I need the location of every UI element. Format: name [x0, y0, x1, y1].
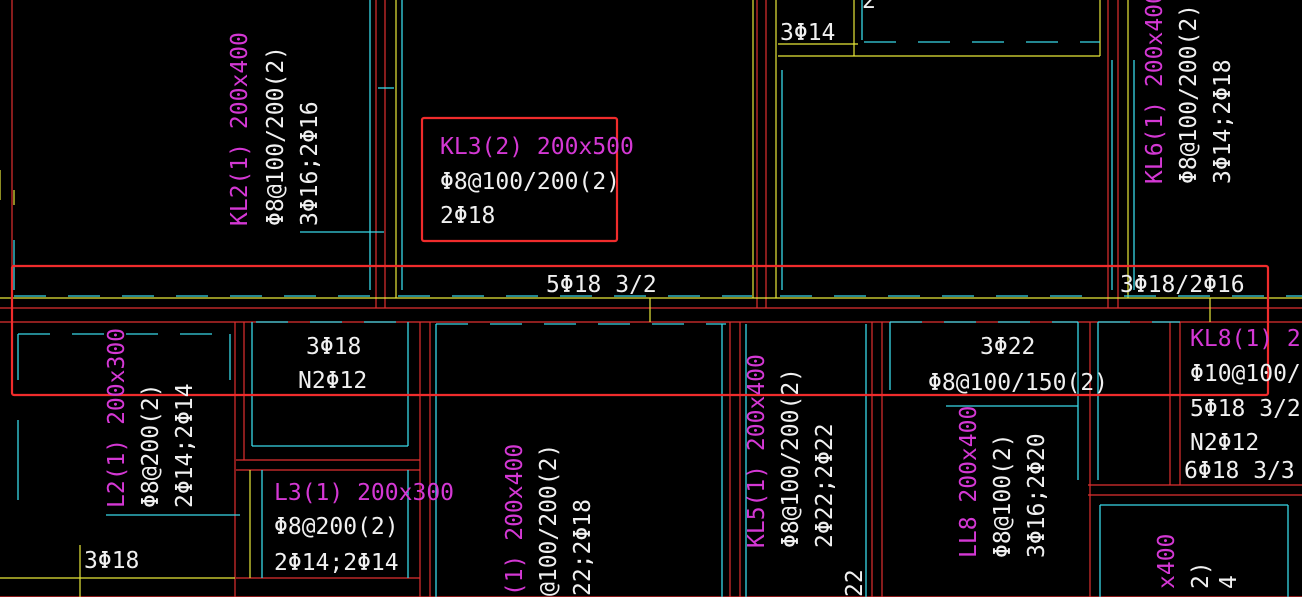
- kl6-stirrup: Φ8@100/200(2): [1176, 4, 1202, 184]
- top-3phi14: 3Φ14: [780, 20, 835, 46]
- kl5-name: KL5(1) 200x400: [744, 354, 770, 548]
- span2-top-rebar: 3Φ22: [980, 334, 1035, 360]
- l3-name: L3(1) 200x300: [274, 480, 454, 506]
- highlight-box-beam: [10, 264, 1270, 397]
- bottom-right-name: x400: [1154, 534, 1180, 589]
- beam-right-top-rebar: 3Φ18/2Φ16: [1120, 272, 1245, 298]
- kl5-bars: 2Φ22;2Φ22: [812, 423, 838, 548]
- kl2-bars: 3Φ16;2Φ16: [297, 101, 323, 226]
- kl8-bars2: N2Φ12: [1190, 430, 1259, 456]
- annotation-bottom-right: x400 2) 4: [1154, 534, 1242, 589]
- annotation-kl6: KL6(1) 200x400 Φ8@100/200(2) 3Φ14;2Φ18: [1142, 0, 1236, 184]
- l2-name: L2(1) 200x300: [104, 328, 130, 508]
- top-partial: 2: [862, 0, 876, 14]
- annotation-kl5-cut: 22: [842, 569, 868, 597]
- span2-stirrup: Φ8@100/150(2): [928, 370, 1108, 396]
- kl3-name: KL3(2) 200x500: [440, 134, 634, 160]
- ll8-stirrup: Φ8@100(2): [990, 433, 1016, 558]
- kl4-name: 4(1) 200x400: [502, 444, 528, 597]
- l3-stirrup: Φ8@200(2): [274, 514, 399, 540]
- kl6-name: KL6(1) 200x400: [1142, 0, 1168, 184]
- l2-bars: 2Φ14;2Φ14: [172, 383, 198, 508]
- bottom-right-stirrup: 2): [1188, 561, 1214, 589]
- kl5-cut-text: 22: [842, 569, 868, 597]
- l2-stirrup: Φ8@200(2): [138, 383, 164, 508]
- kl3-bars: 2Φ18: [440, 203, 495, 229]
- annotation-kl5: KL5(1) 200x400 Φ8@100/200(2) 2Φ22;2Φ22: [744, 354, 838, 548]
- annotation-kl4: 4(1) 200x400 @100/200(2) 22;2Φ18: [502, 444, 596, 597]
- ll8-bars: 3Φ16;2Φ20: [1024, 433, 1050, 558]
- highlight-box-kl3: [420, 116, 619, 243]
- kl8-name: KL8(1) 200: [1190, 326, 1302, 352]
- kl2-name: KL2(1) 200x400: [227, 32, 253, 226]
- l3-bars: 2Φ14;2Φ14: [274, 550, 399, 576]
- beam-top-rebar: 5Φ18 3/2: [546, 272, 657, 298]
- annotation-l2: L2(1) 200x300 Φ8@200(2) 2Φ14;2Φ14: [104, 328, 198, 508]
- kl6-bars: 3Φ14;2Φ18: [1210, 59, 1236, 184]
- kl8-bars3: 6Φ18 3/3: [1184, 458, 1295, 484]
- kl4-bars: 22;2Φ18: [570, 499, 596, 596]
- bottom-right-bars: 4: [1216, 575, 1242, 589]
- rebar-outlines: [13, 0, 1302, 597]
- kl8-bars1: 5Φ18 3/2;3: [1190, 396, 1302, 422]
- kl8-stirrup: Φ10@100/1: [1190, 361, 1302, 387]
- kl2-stirrup: Φ8@100/200(2): [263, 46, 289, 226]
- span1-top-rebar: 3Φ18: [306, 334, 361, 360]
- kl5-stirrup: Φ8@100/200(2): [778, 368, 804, 548]
- span1-bottom-rebar: N2Φ12: [298, 368, 367, 394]
- ll8-name: LL8 200x400: [956, 406, 982, 558]
- kl3-stirrup: Φ8@100/200(2): [440, 169, 620, 195]
- kl4-stirrup: @100/200(2): [536, 444, 562, 596]
- bottom-left-rebar: 3Φ18: [84, 548, 139, 574]
- annotation-ll8: LL8 200x400 Φ8@100(2) 3Φ16;2Φ20: [956, 406, 1050, 558]
- annotation-kl2: KL2(1) 200x400 Φ8@100/200(2) 3Φ16;2Φ16: [227, 32, 323, 226]
